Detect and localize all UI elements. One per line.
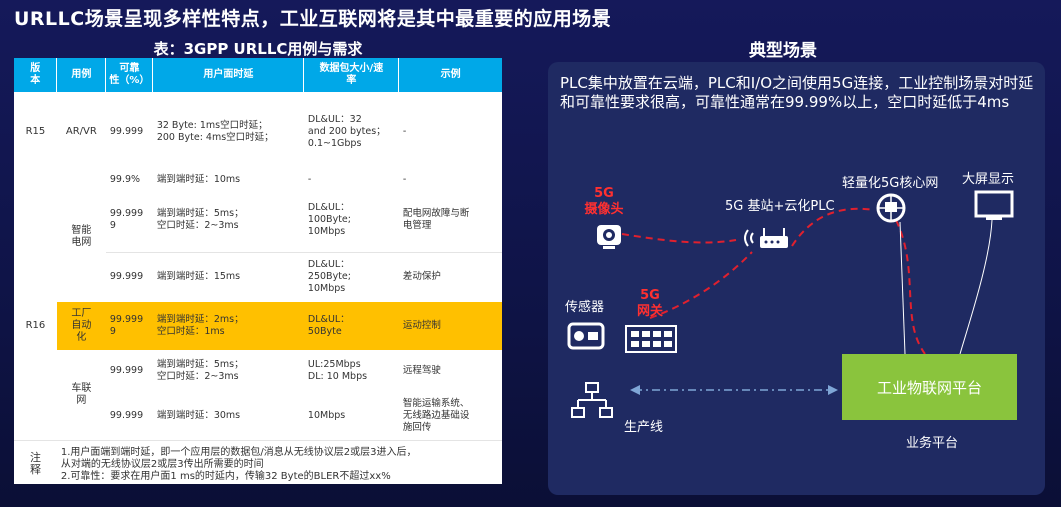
base-station-label: 5G 基站+云化PLC	[725, 199, 835, 214]
core-link	[791, 207, 875, 247]
packet-cell: DL&UL：50Byte	[303, 302, 399, 350]
reliability-cell: 99.999	[109, 365, 144, 376]
example-cell: 智能运输系统、无线路边基础设施回传	[402, 397, 470, 433]
arrow-left-icon	[630, 385, 640, 395]
arrow-right-icon	[828, 385, 838, 395]
header-reliability: 可靠性（%）	[105, 58, 154, 92]
table-row: 智能电网 99.9% 端到端时延：10ms - -	[14, 172, 502, 248]
latency-cell: 32 Byte: 1ms空口时延；200 Byte: 4ms空口时延；	[156, 120, 274, 143]
header-latency: 用户面时延	[152, 58, 305, 92]
table-row: 99.999 端到端时延：30ms 10Mbps 智能运输系统、无线路边基础设施…	[14, 392, 502, 440]
urllc-table: 版本 用例 可靠性（%） 用户面时延 数据包大小/速率 示例 R15 AR/VR…	[14, 58, 502, 484]
table-row: 99.999 端到端时延：15ms DL&UL：250Byte;10Mbps 差…	[14, 251, 502, 302]
version-cell: R15	[25, 126, 46, 137]
business-platform-label: 业务平台	[906, 436, 959, 451]
example-cell: 差动保护	[398, 251, 502, 302]
sensor-label: 传感器	[565, 300, 605, 315]
packet-cell: -	[307, 174, 312, 185]
use-case-cell: 车联网	[71, 382, 92, 406]
example-cell: -	[402, 174, 407, 185]
use-case-cell: AR/VR	[65, 126, 97, 137]
header-packet: 数据包大小/速率	[303, 58, 400, 92]
example-cell: -	[402, 126, 407, 137]
latency-cell: 端到端时延：10ms	[156, 174, 241, 185]
slide-title: URLLC场景呈现多样性特点，工业互联网将是其中最重要的应用场景	[14, 8, 612, 30]
gateway-link	[649, 251, 753, 319]
platform-link	[895, 219, 926, 355]
packet-cell: DL&UL：250Byte;10Mbps	[303, 251, 399, 302]
notes-text: 1.用户面端到端时延，即一个应用层的数据包/消息从无线协议层2或层3进入后，从对…	[56, 439, 502, 484]
latency-cell: 端到端时延：5ms；空口时延：2~3ms	[156, 359, 244, 382]
core-network-icon	[876, 193, 906, 223]
header-use-case: 用例	[56, 58, 107, 92]
use-case-cell: 工厂自动化	[56, 302, 106, 350]
display-label: 大屏显示	[962, 172, 1015, 187]
example-cell: 运动控制	[398, 302, 502, 350]
table-title: 表：3GPP URLLC用例与需求	[153, 40, 363, 58]
camera-icon	[597, 225, 621, 249]
display-icon	[974, 190, 1014, 220]
sensor-icon	[567, 322, 605, 350]
table-row: 车联网 99.999 端到端时延：5ms；空口时延：2~3ms UL:25Mbp…	[14, 350, 502, 406]
scene-description: PLC集中放置在云端，PLC和I/O之间使用5G连接，工业控制场景对时延和可靠性…	[560, 74, 1034, 111]
reliability-cell: 99.999	[109, 409, 144, 421]
packet-cell: DL&UL：100Byte;10Mbps	[307, 201, 351, 237]
latency-cell: 端到端时延：30ms	[156, 409, 241, 421]
display-link	[959, 219, 993, 355]
reliability-cell: 99.999	[105, 251, 153, 302]
latency-cell: 端到端时延：2ms；空口时延：1ms	[152, 302, 304, 350]
reliability-cell: 99.999	[109, 126, 144, 137]
latency-cell: 端到端时延：5ms；空口时延：2~3ms	[156, 207, 244, 231]
table-notes-row: 注释 1.用户面端到端时延，即一个应用层的数据包/消息从无线协议层2或层3进入后…	[14, 439, 502, 484]
packet-cell: 10Mbps	[307, 409, 346, 421]
core-platform-link	[899, 221, 906, 355]
iot-platform-box: 工业物联网平台	[842, 354, 1017, 420]
scene-title: 典型场景	[749, 41, 817, 61]
example-cell: 远程驾驶	[402, 365, 441, 376]
header-version: 版本	[14, 58, 58, 92]
reliability-cell: 99.9%	[109, 174, 141, 185]
notes-label: 注释	[14, 439, 57, 484]
camera-link	[621, 233, 737, 244]
header-example: 示例	[398, 58, 502, 92]
base-station-icon	[744, 228, 788, 248]
version-cell: R16	[25, 320, 46, 331]
table-row: R15 AR/VR 99.999 32 Byte: 1ms空口时延；200 By…	[14, 92, 502, 172]
gateway-icon	[625, 325, 677, 353]
production-line-icon	[571, 382, 613, 418]
latency-cell: 端到端时延：15ms	[152, 251, 304, 302]
example-cell: 配电网故障与断电管理	[402, 207, 470, 231]
scene-panel	[548, 62, 1045, 495]
table-header-row: 版本 用例 可靠性（%） 用户面时延 数据包大小/速率 示例	[14, 58, 502, 92]
core-network-label: 轻量化5G核心网	[842, 176, 939, 191]
use-case-cell: 智能电网	[71, 225, 92, 248]
production-line-label: 生产线	[624, 420, 664, 435]
